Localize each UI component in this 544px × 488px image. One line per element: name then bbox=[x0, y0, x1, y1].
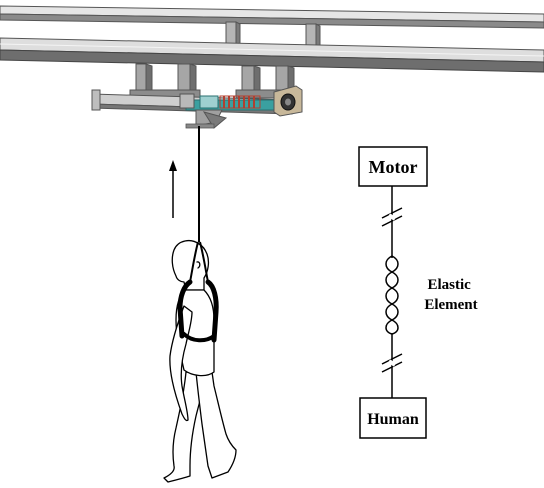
walking-human-figure bbox=[163, 239, 237, 483]
lower-break-mark bbox=[381, 353, 403, 373]
human-box-label: Human bbox=[367, 411, 419, 428]
human-head bbox=[171, 239, 210, 291]
series-elastic-schematic: Motor Elastic Element Human bbox=[358, 146, 478, 439]
carriage-motor bbox=[273, 85, 303, 117]
human-front-leg bbox=[195, 371, 237, 479]
elastic-element-label: Elastic Element bbox=[424, 277, 477, 313]
human-box: Human bbox=[359, 397, 427, 439]
overhead-rail-system bbox=[0, 5, 544, 129]
upper-rail-beam bbox=[0, 5, 544, 29]
cable-pulley bbox=[185, 109, 228, 129]
elastic-element-spring bbox=[385, 255, 399, 335]
trolley-brackets bbox=[129, 63, 299, 99]
motor-box: Motor bbox=[358, 146, 428, 187]
carriage-spring bbox=[219, 95, 261, 109]
elastic-label-line1: Elastic bbox=[427, 277, 471, 293]
upward-arrow bbox=[169, 160, 177, 218]
main-rail-beam bbox=[0, 37, 544, 73]
upper-break-mark bbox=[381, 207, 403, 227]
elastic-label-line2: Element bbox=[424, 297, 477, 313]
human-back-leg bbox=[163, 371, 207, 483]
motor-box-label: Motor bbox=[369, 157, 418, 177]
body-weight-harness bbox=[177, 241, 219, 343]
